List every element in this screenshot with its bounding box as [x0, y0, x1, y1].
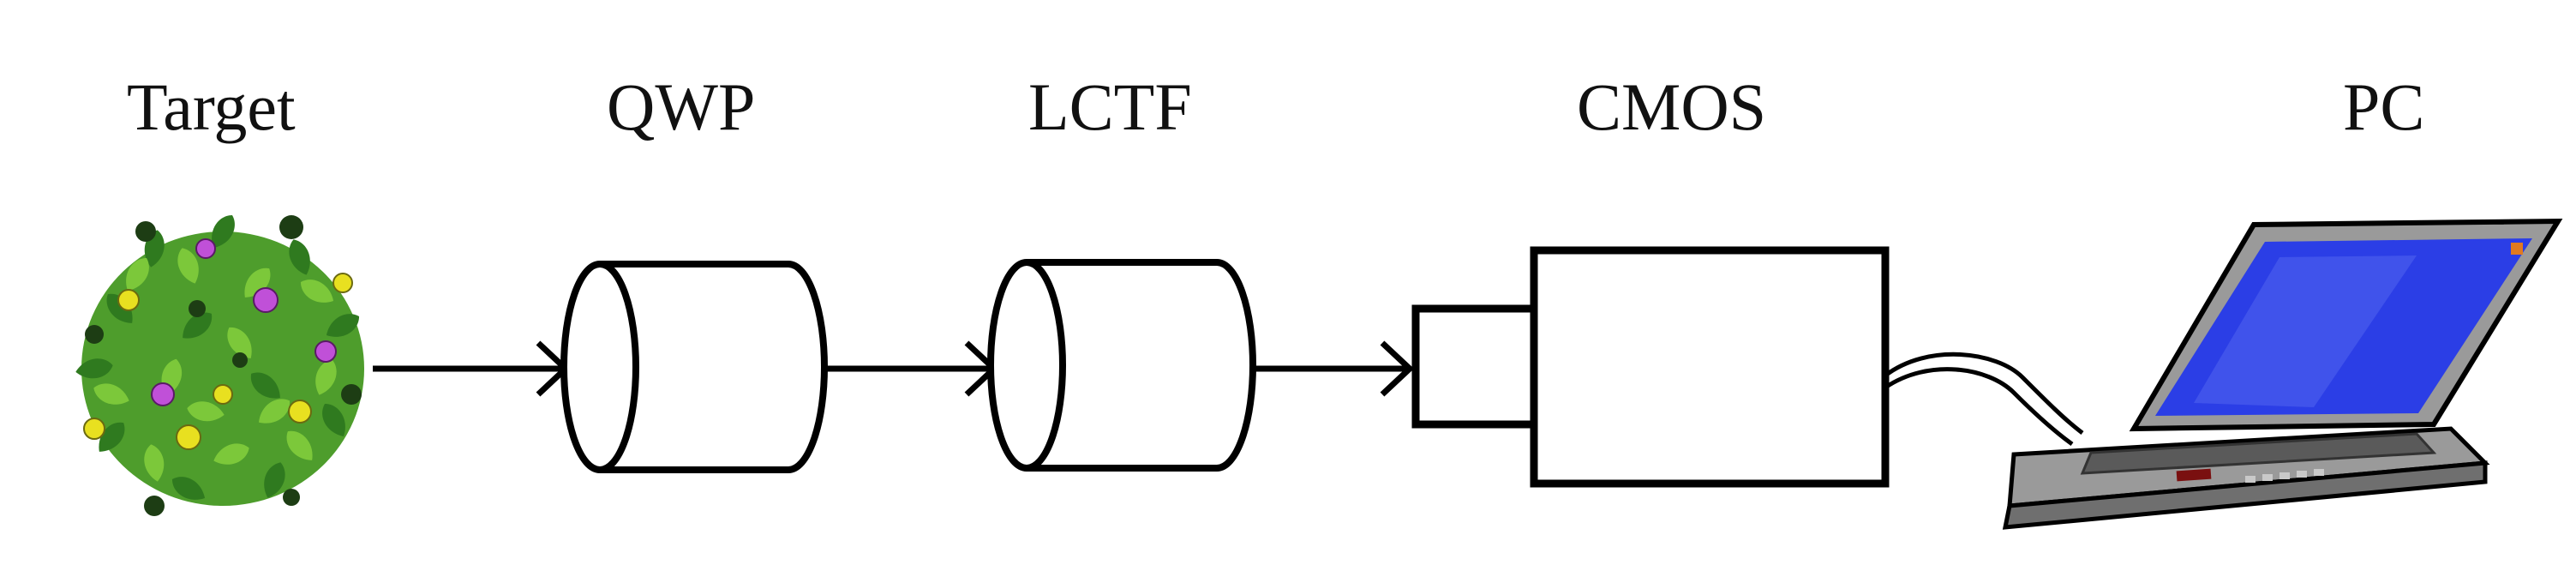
label-pc: PC: [2343, 69, 2425, 144]
cmos-camera-icon: [1411, 246, 1890, 488]
qwp-cylinder-icon: [560, 261, 828, 473]
arrow-target-to-qwp: [373, 340, 571, 397]
label-target: Target: [127, 69, 296, 144]
label-lctf: LCTF: [1028, 69, 1192, 144]
arrow-lctf-to-cmos: [1253, 340, 1415, 397]
arrow-qwp-to-lctf: [824, 340, 999, 397]
lctf-cylinder-icon: [987, 259, 1256, 472]
usb-cable: [1884, 352, 2084, 447]
label-qwp: QWP: [607, 69, 756, 144]
label-cmos: CMOS: [1577, 69, 1767, 144]
foliage-plant-icon: [74, 210, 364, 516]
laptop-icon: [2002, 218, 2563, 530]
